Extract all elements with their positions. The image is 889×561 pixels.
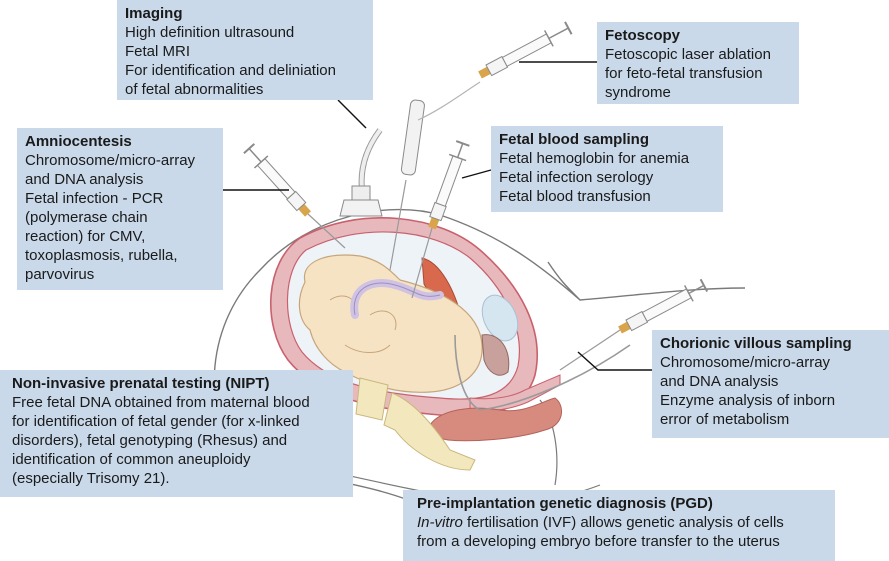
callout-line: syndrome — [605, 84, 671, 101]
fetoscopy-syringe — [478, 21, 573, 79]
callout-fetoscopy: Fetoscopy Fetoscopic laser ablation for … — [597, 22, 799, 104]
callout-line: Fetal infection - PCR — [25, 190, 164, 207]
callout-title: Amniocentesis — [25, 133, 132, 150]
callout-line: (especially Trisomy 21). — [12, 470, 170, 487]
leader-imaging — [337, 99, 367, 129]
cvs-needle — [559, 329, 621, 371]
leader-cvs — [577, 351, 652, 371]
callout-line: for feto-fetal transfusion — [605, 65, 763, 82]
callout-line: Enzyme analysis of inborn — [660, 392, 836, 409]
cvs-catheter — [454, 334, 631, 411]
callout-line: disorders), fetal genotyping (Rhesus) an… — [12, 432, 288, 449]
callout-line: error of metabolism — [660, 411, 790, 428]
callout-line: for identification of fetal gender (for … — [12, 413, 300, 430]
callout-line: In-vitro fertilisation (IVF) allows gene… — [417, 513, 835, 532]
callout-line: (polymerase chain — [25, 209, 148, 226]
fetoscope — [389, 81, 481, 271]
callout-line: reaction) for CMV, — [25, 228, 146, 245]
callout-line: of fetal abnormalities — [125, 81, 264, 98]
callout-title: Imaging — [125, 5, 183, 22]
callout-line: and DNA analysis — [25, 171, 144, 188]
amniocentesis-syringe — [243, 143, 311, 217]
italic-term: In-vitro — [417, 514, 463, 531]
callout-title: Pre-implantation genetic diagnosis (PGD) — [417, 495, 713, 512]
callout-title: Chorionic villous sampling — [660, 335, 852, 352]
callout-line: identification of common aneuploidy — [12, 451, 251, 468]
fetus — [298, 254, 483, 393]
callout-title: Fetal blood sampling — [499, 131, 650, 148]
callout-line: Fetoscopic laser ablation — [605, 46, 771, 63]
callout-line: For identification and deliniation — [125, 62, 336, 79]
callout-line: parvovirus — [25, 266, 95, 283]
callout-line: toxoplasmosis, rubella, — [25, 247, 178, 264]
callout-line: High definition ultrasound — [125, 24, 295, 41]
umbilical-cord-outline — [353, 282, 441, 316]
callout-line: from a developing embryo before transfer… — [417, 533, 780, 550]
cvs-syringe — [618, 278, 709, 334]
callout-line: Chromosome/micro-array — [25, 152, 196, 169]
callout-fetal-blood-sampling: Fetal blood sampling Fetal hemoglobin fo… — [491, 126, 723, 212]
callout-pgd: Pre-implantation genetic diagnosis (PGD)… — [403, 490, 835, 561]
bladder — [481, 294, 519, 342]
callout-line: and DNA analysis — [660, 373, 779, 390]
callout-line: Fetal blood transfusion — [499, 188, 651, 205]
callout-line: Chromosome/micro-array — [660, 354, 831, 371]
callout-nipt: Non-invasive prenatal testing (NIPT) Fre… — [0, 370, 353, 497]
callout-title: Fetoscopy — [605, 27, 681, 44]
callout-line: Fetal MRI — [125, 43, 191, 60]
callout-chorionic-villous-sampling: Chorionic villous sampling Chromosome/mi… — [652, 330, 889, 438]
callout-line: Free fetal DNA obtained from maternal bl… — [12, 394, 310, 411]
sacrum — [355, 377, 476, 471]
fetal-blood-sampling-syringe — [428, 140, 470, 230]
callout-line: Fetal infection serology — [499, 169, 654, 186]
callout-line-rest: fertilisation (IVF) allows genetic analy… — [462, 514, 784, 531]
amniocentesis-needle — [307, 213, 346, 249]
leader-fetal-blood-sampling — [461, 169, 492, 179]
callout-amniocentesis: Amniocentesis Chromosome/micro-array and… — [17, 128, 223, 290]
pubic-bone — [481, 334, 510, 376]
ultrasound-probe — [339, 128, 383, 217]
callout-title: Non-invasive prenatal testing (NIPT) — [12, 375, 270, 392]
callout-line: Fetal hemoglobin for anemia — [499, 150, 690, 167]
fetal-blood-sampling-needle — [411, 227, 433, 299]
callout-imaging: Imaging High definition ultrasound Fetal… — [117, 0, 373, 100]
